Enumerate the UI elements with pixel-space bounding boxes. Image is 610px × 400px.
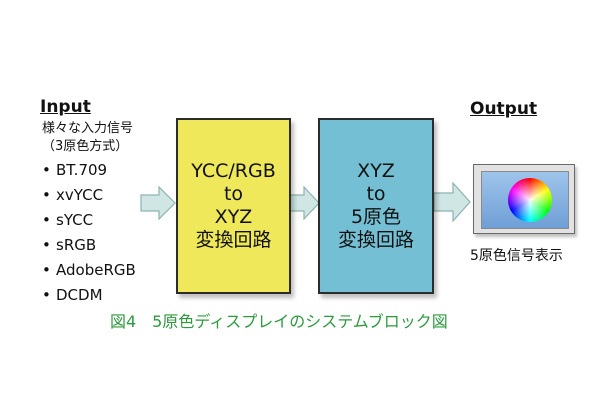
input-signal-list: • BT.709 • xvYCC • sYCC • sRGB • AdobeRGB • DC… bbox=[42, 158, 136, 308]
bullet-icon: • bbox=[42, 161, 51, 179]
display-monitor-icon bbox=[473, 164, 575, 234]
output-heading: Output bbox=[470, 99, 538, 119]
color-wheel-icon bbox=[508, 178, 552, 222]
block-line: 変換回路 bbox=[337, 229, 414, 251]
block-line: to bbox=[366, 183, 386, 205]
input-signal-label: AdobeRGB bbox=[56, 261, 136, 279]
input-signal-item: • xvYCC bbox=[42, 183, 136, 208]
input-signal-item: • sRGB bbox=[42, 233, 136, 258]
bullet-icon: • bbox=[42, 211, 51, 229]
block-line: 5原色 bbox=[350, 206, 402, 228]
arrow-right-icon bbox=[140, 186, 176, 220]
bullet-icon: • bbox=[42, 186, 51, 204]
input-signal-label: sYCC bbox=[56, 211, 94, 229]
block-line: XYZ bbox=[357, 160, 395, 182]
input-signal-label: DCDM bbox=[56, 286, 103, 304]
arrow-right-icon bbox=[433, 182, 471, 222]
monitor-screen bbox=[481, 171, 569, 229]
input-signal-item: • DCDM bbox=[42, 283, 136, 308]
input-signal-label: xvYCC bbox=[56, 186, 104, 204]
bullet-icon: • bbox=[42, 261, 51, 279]
input-signal-label: sRGB bbox=[56, 236, 97, 254]
ycc-rgb-to-xyz-block: YCC/RGB to XYZ 変換回路 bbox=[176, 118, 291, 294]
bullet-icon: • bbox=[42, 236, 51, 254]
figure-caption: 図4 5原色ディスプレイのシステムブロック図 bbox=[110, 312, 448, 331]
xyz-to-5-primary-block: XYZ to 5原色 変換回路 bbox=[318, 118, 434, 294]
block-line: 変換回路 bbox=[195, 229, 272, 251]
input-signal-label: BT.709 bbox=[56, 161, 108, 179]
input-signal-item: • sYCC bbox=[42, 208, 136, 233]
arrow-right-icon bbox=[288, 186, 320, 220]
output-label: 5原色信号表示 bbox=[470, 248, 563, 264]
block-line: to bbox=[223, 183, 244, 205]
input-description-line2: （3原色方式） bbox=[42, 139, 129, 154]
input-heading: Input bbox=[40, 97, 91, 117]
input-signal-item: • BT.709 bbox=[42, 158, 136, 183]
bullet-icon: • bbox=[42, 286, 51, 304]
block-line: XYZ bbox=[214, 206, 253, 228]
block-line: YCC/RGB bbox=[191, 160, 276, 182]
input-description-line1: 様々な入力信号 bbox=[42, 121, 134, 136]
input-signal-item: • AdobeRGB bbox=[42, 258, 136, 283]
